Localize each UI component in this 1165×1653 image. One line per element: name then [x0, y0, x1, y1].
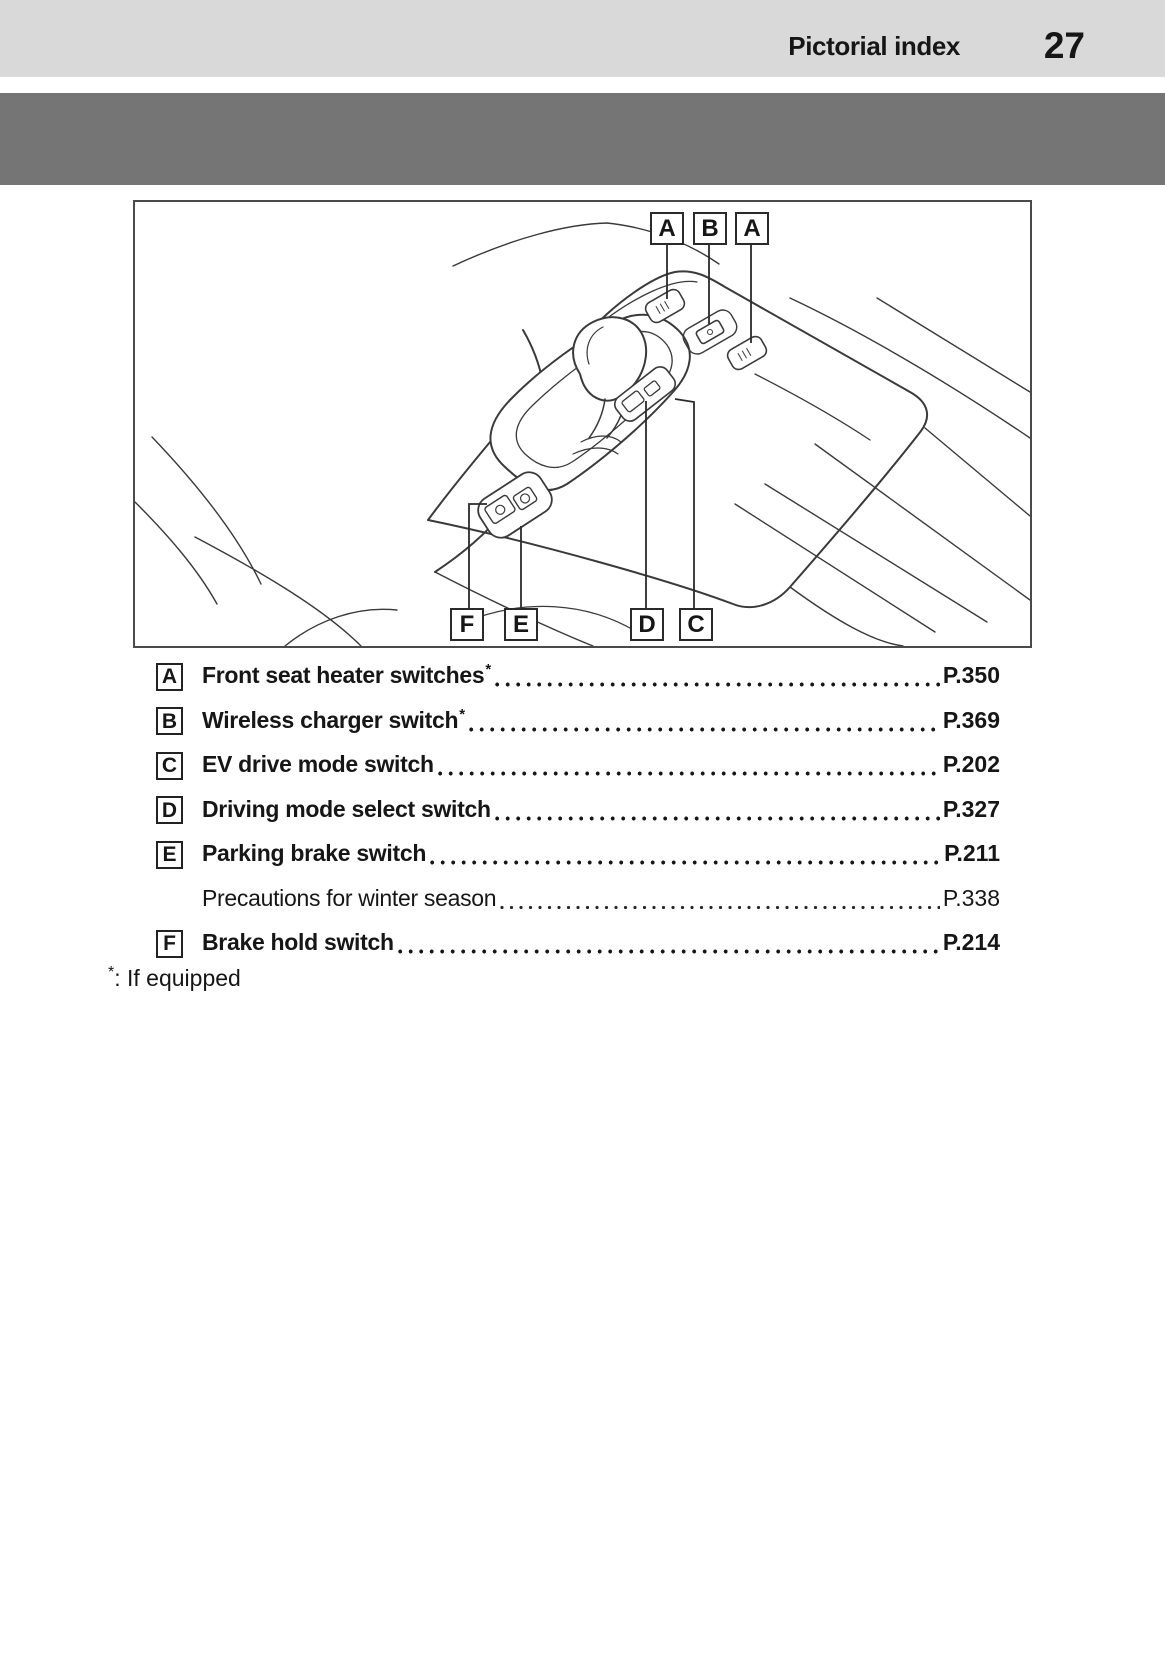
chapter-tab-band: [0, 93, 1165, 185]
page-ref: P.202: [942, 751, 1000, 777]
index-row-brake-hold: F Brake hold switch P.214: [156, 928, 1000, 958]
page-number: 27: [1043, 25, 1085, 66]
callout-badge: A: [156, 662, 183, 691]
asterisk-mark: *: [459, 705, 465, 723]
dotted-leader: [500, 904, 940, 910]
callout-box-d: D: [630, 608, 664, 641]
header-band: Pictorial index 27: [0, 0, 1165, 77]
index-row-wireless-charger: B Wireless charger switch* P.369: [156, 706, 1000, 735]
dotted-leader: [430, 860, 942, 865]
callout-box-a-left: A: [650, 212, 684, 245]
console-line-art: [135, 222, 1030, 646]
callout-badge: B: [156, 707, 183, 735]
page-ref: P.327: [942, 795, 1000, 822]
index-label: Driving mode select switch: [202, 795, 491, 822]
callout-badge: F: [156, 929, 183, 958]
dotted-leader: [397, 949, 940, 954]
pictorial-index-list: A Front seat heater switches* P.350 B Wi…: [156, 661, 1000, 973]
page-ref: P.350: [942, 662, 1000, 688]
index-label: Brake hold switch: [202, 929, 394, 955]
dotted-leader: [468, 726, 940, 732]
dotted-leader: [494, 815, 940, 821]
callout-box-a-right: A: [735, 212, 769, 245]
index-row-parking-brake: E Parking brake switch P.211: [156, 839, 1000, 869]
page-ref: P.369: [942, 706, 1000, 733]
callout-badge: D: [156, 796, 183, 824]
callout-box-e: E: [504, 608, 538, 641]
asterisk-mark: *: [485, 661, 491, 678]
if-equipped-footnote: *: If equipped: [108, 964, 241, 991]
callout-box-c: C: [679, 608, 713, 641]
page-ref: P.211: [944, 840, 1000, 866]
callout-badge: C: [156, 751, 183, 780]
page-ref: P.338: [942, 884, 1000, 911]
index-row-front-seat-heater: A Front seat heater switches* P.350: [156, 661, 1000, 691]
dotted-leader: [494, 682, 940, 687]
index-row-ev-drive-mode: C EV drive mode switch P.202: [156, 750, 1000, 780]
asterisk-mark: *: [108, 964, 115, 981]
console-illustration: A B A F E D C: [133, 200, 1032, 648]
callout-badge: E: [156, 840, 183, 869]
page-title: Pictorial index: [788, 31, 960, 61]
index-row-winter-precautions: Precautions for winter season P.338: [156, 884, 1000, 913]
dotted-leader: [437, 771, 940, 776]
callout-box-b: B: [693, 212, 727, 245]
index-label: Parking brake switch: [202, 840, 427, 866]
callout-box-f: F: [450, 608, 484, 641]
index-label: EV drive mode switch: [202, 751, 434, 777]
index-label: Front seat heater switches*: [202, 661, 491, 688]
index-label: Wireless charger switch*: [202, 705, 465, 733]
page-ref: P.214: [942, 929, 1000, 955]
leader-lines: [468, 245, 752, 608]
index-row-driving-mode-select: D Driving mode select switch P.327: [156, 795, 1000, 824]
index-label: Precautions for winter season: [202, 884, 497, 911]
